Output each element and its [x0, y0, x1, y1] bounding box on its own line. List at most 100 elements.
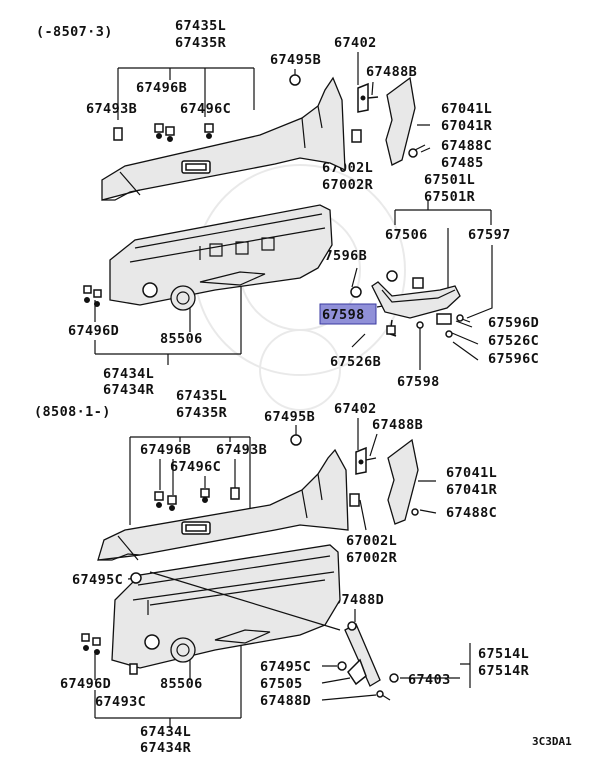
bracket-67526c [436, 313, 471, 338]
part-label: 85506 [160, 331, 203, 347]
part-label: 67002R [322, 177, 374, 193]
trim-panel-67434-lower [111, 544, 341, 669]
part-label: 67496C [170, 459, 221, 475]
diagram-code: 3C3DA1 [532, 735, 572, 748]
part-label: 67514L [478, 646, 529, 662]
part-label: 67598 [397, 374, 440, 390]
garnish-67435 [101, 76, 346, 201]
part-label: 67501R [424, 189, 476, 205]
part-label: 67496D [60, 676, 111, 692]
clip-67496c [204, 123, 214, 139]
part-label: 67596C [488, 351, 539, 367]
part-label: 67596D [488, 315, 539, 331]
part-label: 67495B [270, 52, 321, 68]
part-label: 67041L [446, 465, 497, 481]
clip-67496d-lower [81, 633, 101, 655]
cover-67041 [385, 76, 416, 166]
highlight-box [319, 303, 377, 325]
part-label: 67402 [334, 35, 377, 51]
screw-67488d-low [376, 690, 384, 698]
part-label: 67495C [260, 659, 311, 675]
part-label: 67488B [372, 417, 423, 433]
screw-67596b [350, 286, 362, 298]
section-upper: (-8507·3) 67435L 67435R 67495B 67402 674… [36, 18, 539, 398]
bracket-67506 [412, 277, 424, 289]
part-label: 67488D [333, 592, 384, 608]
clip-67493c [129, 663, 138, 675]
clip-67403 [389, 673, 399, 683]
clip-67496b [154, 123, 175, 142]
part-label: 67496B [140, 442, 191, 458]
part-label: 67505 [260, 676, 303, 692]
speaker-85506 [170, 285, 196, 311]
part-label: 67041R [446, 482, 498, 498]
screw-67488d-top [347, 621, 357, 631]
clip-67495b-lower [290, 434, 302, 446]
clip-67526b-body [386, 325, 396, 335]
part-label: 67434R [103, 382, 155, 398]
part-label: 67434L [103, 366, 154, 382]
clip-67495b [289, 74, 301, 86]
clip-67496d [83, 285, 102, 307]
part-label: 67495C [72, 572, 123, 588]
part-label: 67493C [95, 694, 146, 710]
clip-67495c-top [130, 572, 142, 584]
garnish-67435-lower [97, 448, 349, 561]
section-lower: (8508·1-) 67435L 67435R 67495B 67402 674… [34, 388, 530, 756]
clip-67485 [408, 148, 418, 158]
part-label: 67488C [441, 138, 492, 154]
part-label: 67434R [140, 740, 192, 756]
part-label: 67002L [346, 533, 397, 549]
garnish-slot [185, 163, 207, 171]
part-label: 67041R [441, 118, 493, 134]
part-label: 67501L [424, 172, 475, 188]
part-label: 67002R [346, 550, 398, 566]
part-label: 67435L [175, 18, 226, 34]
bracket-67505 [347, 658, 367, 686]
part-label: 67435R [175, 35, 227, 51]
part-label: 67041L [441, 101, 492, 117]
part-label: 67496D [68, 323, 119, 339]
part-label: 67495B [264, 409, 315, 425]
screw-67488c-lower [411, 508, 419, 516]
part-label: 67403 [408, 672, 451, 688]
clip-67493b [113, 127, 123, 141]
cover-67041-lower [387, 438, 419, 525]
part-label: 67493B [216, 442, 267, 458]
part-label: 67488D [260, 693, 311, 709]
clip-67496b-lower [154, 491, 177, 511]
range-label-upper: (-8507·3) [36, 24, 113, 40]
clip-67002-lower [349, 493, 360, 507]
part-label: 67435L [176, 388, 227, 404]
screw-67488b [367, 96, 379, 99]
clip-67496c-lower [200, 488, 210, 503]
panel-knob-lower [144, 634, 160, 650]
part-label: 67496B [136, 80, 187, 96]
part-label: 67514R [478, 663, 530, 679]
clip-67495c-low [337, 661, 347, 671]
part-label: 67506 [385, 227, 428, 243]
trim-panel-67434 [109, 204, 333, 306]
speaker-85506-lower [170, 637, 196, 663]
part-label: 67434L [140, 724, 191, 740]
range-label-lower: (8508·1-) [34, 404, 111, 420]
part-label: 67526B [330, 354, 381, 370]
clip-67002 [351, 129, 362, 143]
part-label: 67597 [468, 227, 511, 243]
part-label: 67596B [316, 248, 367, 264]
part-label: 67488B [366, 64, 417, 80]
part-label: 67488C [446, 505, 497, 521]
part-label: 67402 [334, 401, 377, 417]
part-label: 67485 [441, 155, 484, 171]
screw-67598 [416, 321, 424, 329]
part-label: 67435R [176, 405, 228, 421]
panel-knob [142, 282, 158, 298]
highlighted-part-label[interactable]: 67598 [322, 307, 365, 323]
part-label: 67493B [86, 101, 137, 117]
part-label: 85506 [160, 676, 203, 692]
clip-67493b-lower [230, 487, 240, 500]
garnish-slot-lower [185, 524, 207, 532]
part-label: 67526C [488, 333, 539, 349]
screw-67506 [386, 270, 398, 282]
